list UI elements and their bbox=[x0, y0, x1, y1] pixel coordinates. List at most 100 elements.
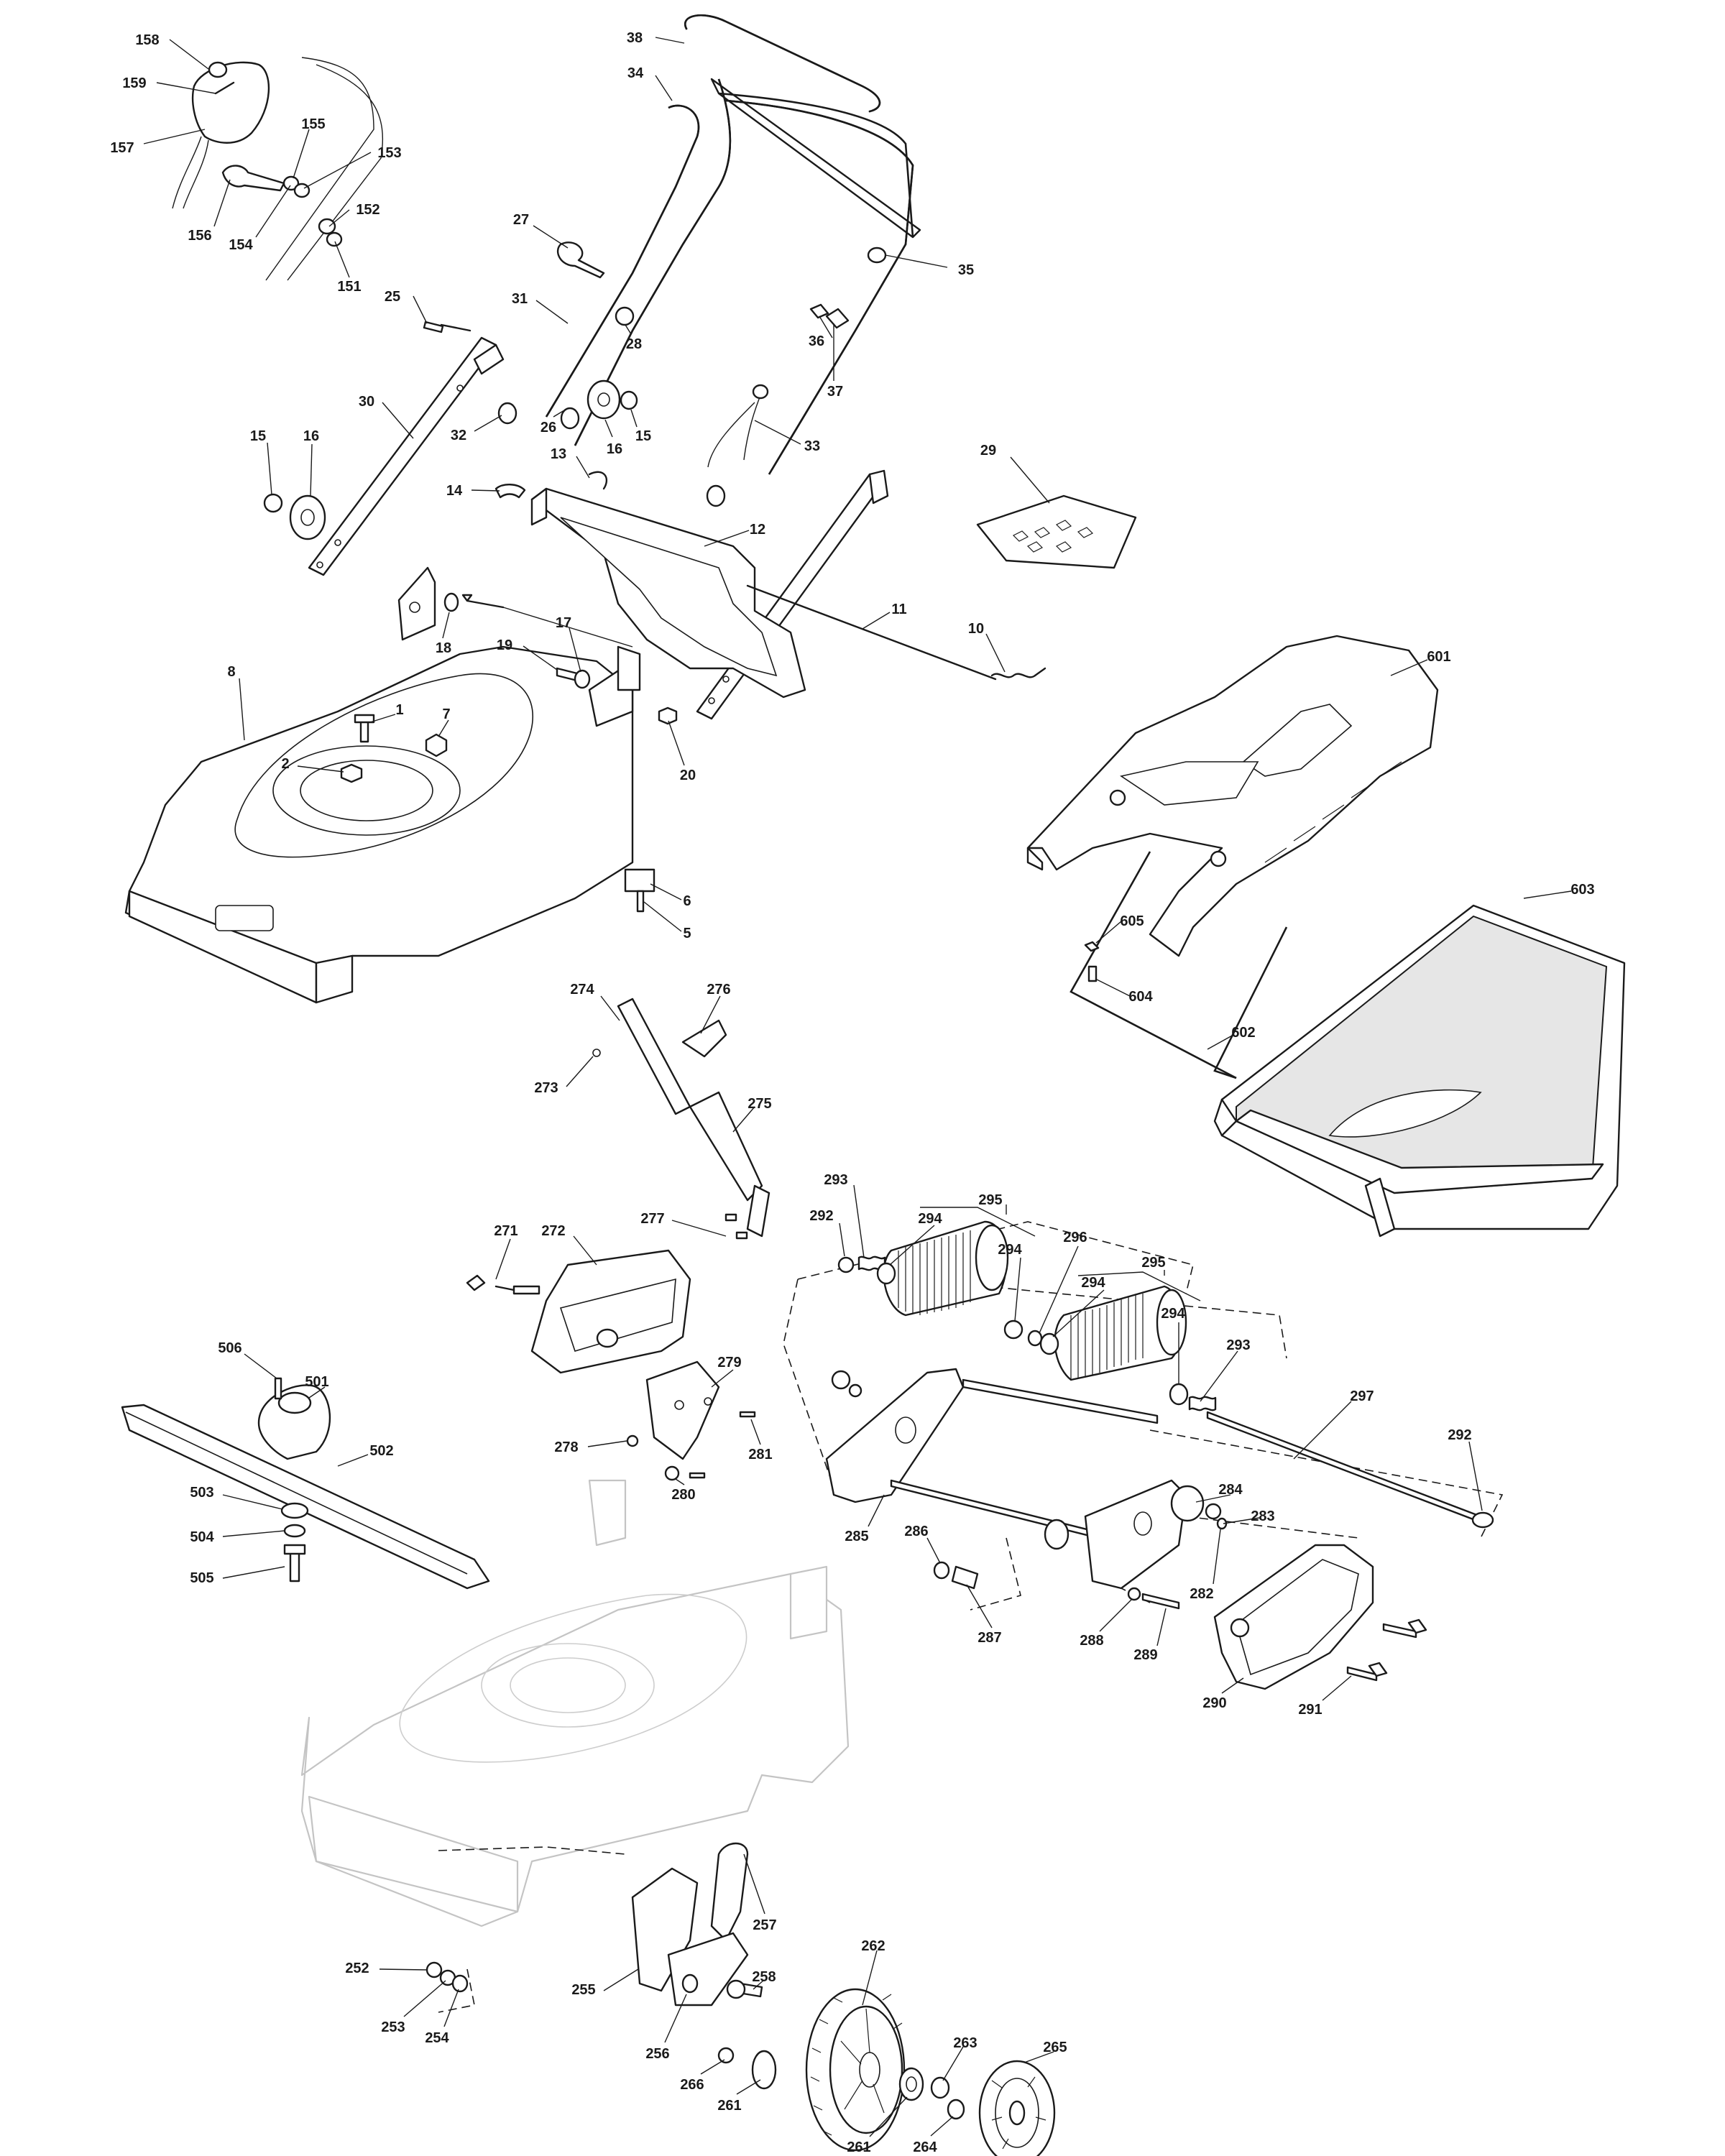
part-label-151: 151 bbox=[337, 279, 361, 295]
part-label-157: 157 bbox=[110, 140, 134, 156]
part-label-156: 156 bbox=[188, 228, 211, 244]
part-label-29: 29 bbox=[980, 443, 996, 459]
part-label-285: 285 bbox=[845, 1529, 868, 1544]
left-handle-knob bbox=[263, 493, 326, 540]
part-label-602: 602 bbox=[1231, 1025, 1255, 1041]
part-label-155: 155 bbox=[301, 116, 325, 132]
hinge-rod-and-spring bbox=[746, 584, 1046, 681]
grass-collector-lid bbox=[1026, 635, 1439, 957]
part-label-603: 603 bbox=[1570, 882, 1594, 898]
part-label-33: 33 bbox=[804, 438, 820, 454]
front-wheel-assembly bbox=[426, 1842, 1056, 2156]
part-label-31: 31 bbox=[512, 291, 528, 307]
part-label-295b: 295 bbox=[1141, 1255, 1165, 1271]
part-label-294c: 294 bbox=[1081, 1275, 1105, 1291]
part-label-296: 296 bbox=[1063, 1230, 1087, 1245]
part-label-297: 297 bbox=[1350, 1388, 1374, 1404]
part-label-159: 159 bbox=[122, 75, 146, 91]
part-label-37: 37 bbox=[827, 384, 843, 400]
part-label-277: 277 bbox=[640, 1211, 664, 1227]
part-label-25: 25 bbox=[385, 289, 400, 305]
part-label-158: 158 bbox=[135, 32, 159, 48]
cable-assembly bbox=[707, 384, 769, 468]
leader-lines bbox=[143, 37, 1572, 2137]
part-label-8: 8 bbox=[227, 664, 235, 680]
part-label-13: 13 bbox=[551, 446, 566, 462]
upper-handle bbox=[545, 14, 921, 475]
part-label-20: 20 bbox=[680, 768, 696, 783]
part-label-505: 505 bbox=[190, 1570, 213, 1586]
part-label-11: 11 bbox=[891, 602, 906, 617]
part-label-503: 503 bbox=[190, 1485, 213, 1501]
part-label-290: 290 bbox=[1202, 1695, 1226, 1711]
part-label-152: 152 bbox=[356, 202, 380, 218]
part-label-153: 153 bbox=[377, 145, 401, 161]
grass-collector-frame bbox=[1070, 851, 1288, 1079]
part-label-284: 284 bbox=[1218, 1482, 1243, 1498]
part-label-261a: 261 bbox=[717, 2098, 741, 2114]
part-label-279: 279 bbox=[717, 1355, 741, 1370]
part-label-38: 38 bbox=[627, 30, 643, 46]
part-label-605: 605 bbox=[1120, 913, 1144, 929]
rear-flap-bracket bbox=[494, 484, 806, 699]
lower-handle-bar-left bbox=[308, 321, 505, 576]
part-label-12: 12 bbox=[750, 522, 765, 538]
part-label-16a: 16 bbox=[303, 428, 319, 444]
handle-fasteners bbox=[497, 241, 887, 507]
part-label-262: 262 bbox=[861, 1938, 885, 1954]
part-label-295a: 295 bbox=[978, 1192, 1002, 1208]
part-label-294b: 294 bbox=[998, 1242, 1022, 1258]
part-label-282: 282 bbox=[1190, 1586, 1213, 1602]
rear-hinge-bracket bbox=[397, 566, 633, 689]
part-label-281: 281 bbox=[748, 1447, 772, 1462]
part-label-14: 14 bbox=[446, 483, 463, 499]
part-label-255: 255 bbox=[571, 1982, 595, 1998]
part-label-273: 273 bbox=[534, 1080, 558, 1096]
part-label-291: 291 bbox=[1298, 1702, 1322, 1718]
part-label-17: 17 bbox=[556, 615, 571, 631]
part-label-252: 252 bbox=[345, 1961, 369, 1976]
part-label-256: 256 bbox=[645, 2046, 669, 2062]
mower-deck-body bbox=[124, 645, 641, 1004]
part-label-280: 280 bbox=[671, 1487, 695, 1503]
part-label-292b: 292 bbox=[1448, 1427, 1471, 1443]
part-label-6: 6 bbox=[683, 893, 691, 909]
part-label-15b: 15 bbox=[635, 428, 651, 444]
part-label-502: 502 bbox=[369, 1443, 393, 1459]
part-label-18: 18 bbox=[436, 640, 451, 656]
part-label-283: 283 bbox=[1251, 1508, 1274, 1524]
part-label-287: 287 bbox=[978, 1630, 1001, 1646]
rear-roller-assembly bbox=[783, 1220, 1504, 1690]
part-label-32: 32 bbox=[451, 428, 466, 443]
part-label-26: 26 bbox=[540, 420, 556, 436]
part-label-601: 601 bbox=[1427, 649, 1450, 665]
part-label-289: 289 bbox=[1133, 1647, 1157, 1663]
part-label-286: 286 bbox=[904, 1524, 928, 1539]
part-label-36: 36 bbox=[809, 333, 824, 349]
part-label-5: 5 bbox=[683, 926, 691, 941]
part-label-253: 253 bbox=[381, 2019, 405, 2035]
part-label-258: 258 bbox=[752, 1969, 776, 1985]
part-label-271: 271 bbox=[494, 1223, 518, 1239]
part-label-501: 501 bbox=[305, 1374, 328, 1390]
grass-collector-basket bbox=[1213, 904, 1626, 1238]
part-label-274: 274 bbox=[570, 982, 594, 998]
part-label-263: 263 bbox=[953, 2035, 977, 2051]
part-label-19: 19 bbox=[497, 637, 512, 653]
part-label-294a: 294 bbox=[918, 1211, 942, 1227]
part-label-35: 35 bbox=[958, 262, 974, 278]
throttle-lever-assembly bbox=[172, 57, 384, 281]
part-label-257: 257 bbox=[753, 1917, 776, 1933]
part-label-264: 264 bbox=[913, 2139, 937, 2155]
hardware-bag bbox=[976, 494, 1137, 569]
part-label-7: 7 bbox=[442, 706, 450, 722]
part-label-294d: 294 bbox=[1161, 1306, 1185, 1322]
part-label-506: 506 bbox=[218, 1340, 242, 1356]
part-label-261b: 261 bbox=[847, 2139, 870, 2155]
part-label-34: 34 bbox=[627, 65, 644, 81]
part-label-276: 276 bbox=[707, 982, 730, 998]
part-label-293b: 293 bbox=[1226, 1337, 1250, 1353]
height-adjust-lever bbox=[592, 998, 770, 1240]
